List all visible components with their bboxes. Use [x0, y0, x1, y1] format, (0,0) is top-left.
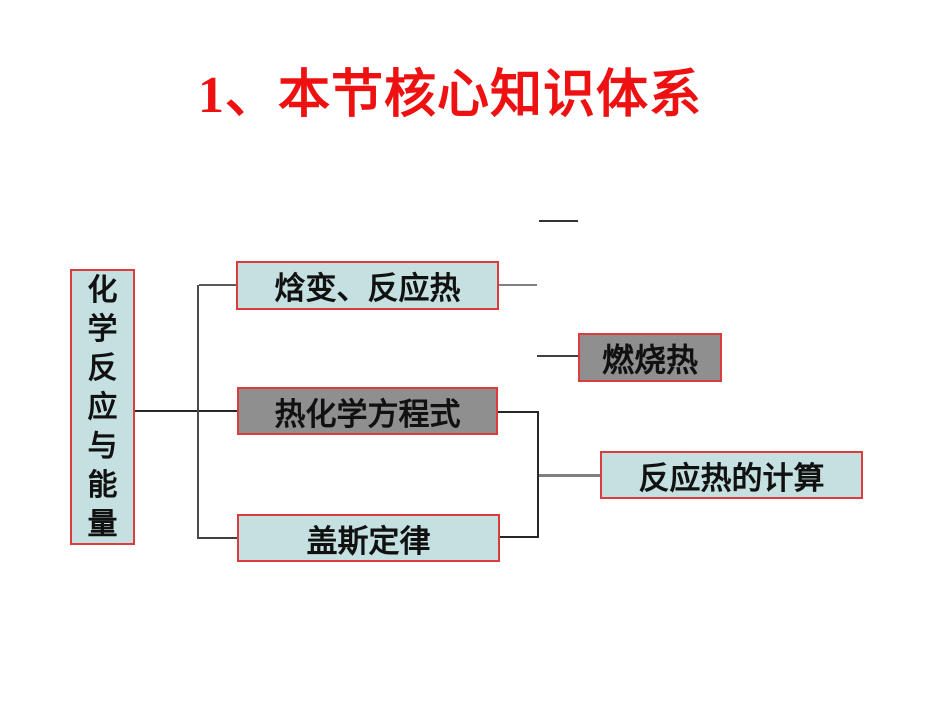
node-enthalpy-change-reaction-heat: 焓变、反应热 [236, 261, 499, 310]
node-combustion-heat: 燃烧热 [578, 333, 722, 382]
node-label: 热化学方程式 [274, 396, 461, 432]
connector-stray-segment [539, 220, 578, 222]
connector-hess-right-stub [500, 536, 538, 538]
node-label: 化学反应与能量 [87, 273, 118, 541]
node-label: 燃烧热 [601, 341, 698, 378]
node-reaction-heat-calculation: 反应热的计算 [600, 451, 863, 499]
connector-thermo-right-stub [498, 411, 538, 413]
node-hess-law: 盖斯定律 [237, 514, 500, 562]
connector-bracket-bottom-branch [199, 537, 237, 539]
node-label: 反应热的计算 [638, 460, 825, 496]
connector-right-vertical [537, 411, 539, 538]
node-chemical-reaction-and-energy: 化学反应与能量 [70, 269, 135, 545]
node-label: 盖斯定律 [306, 523, 431, 559]
node-label: 焓变、反应热 [274, 271, 461, 306]
connector-calculation-left-stub [539, 474, 600, 477]
connector-bracket-top-branch [199, 284, 236, 286]
node-thermochemical-equation: 热化学方程式 [237, 387, 498, 435]
connector-combustion-left-stub [537, 355, 578, 357]
connector-bracket-mid-branch [199, 410, 237, 412]
connector-bracket-vertical [197, 285, 199, 539]
slide-title: 1、本节核心知识体系 [197, 67, 702, 124]
connector-root-to-bracket [135, 410, 199, 412]
connector-enthalpy-right-stub [499, 284, 537, 286]
